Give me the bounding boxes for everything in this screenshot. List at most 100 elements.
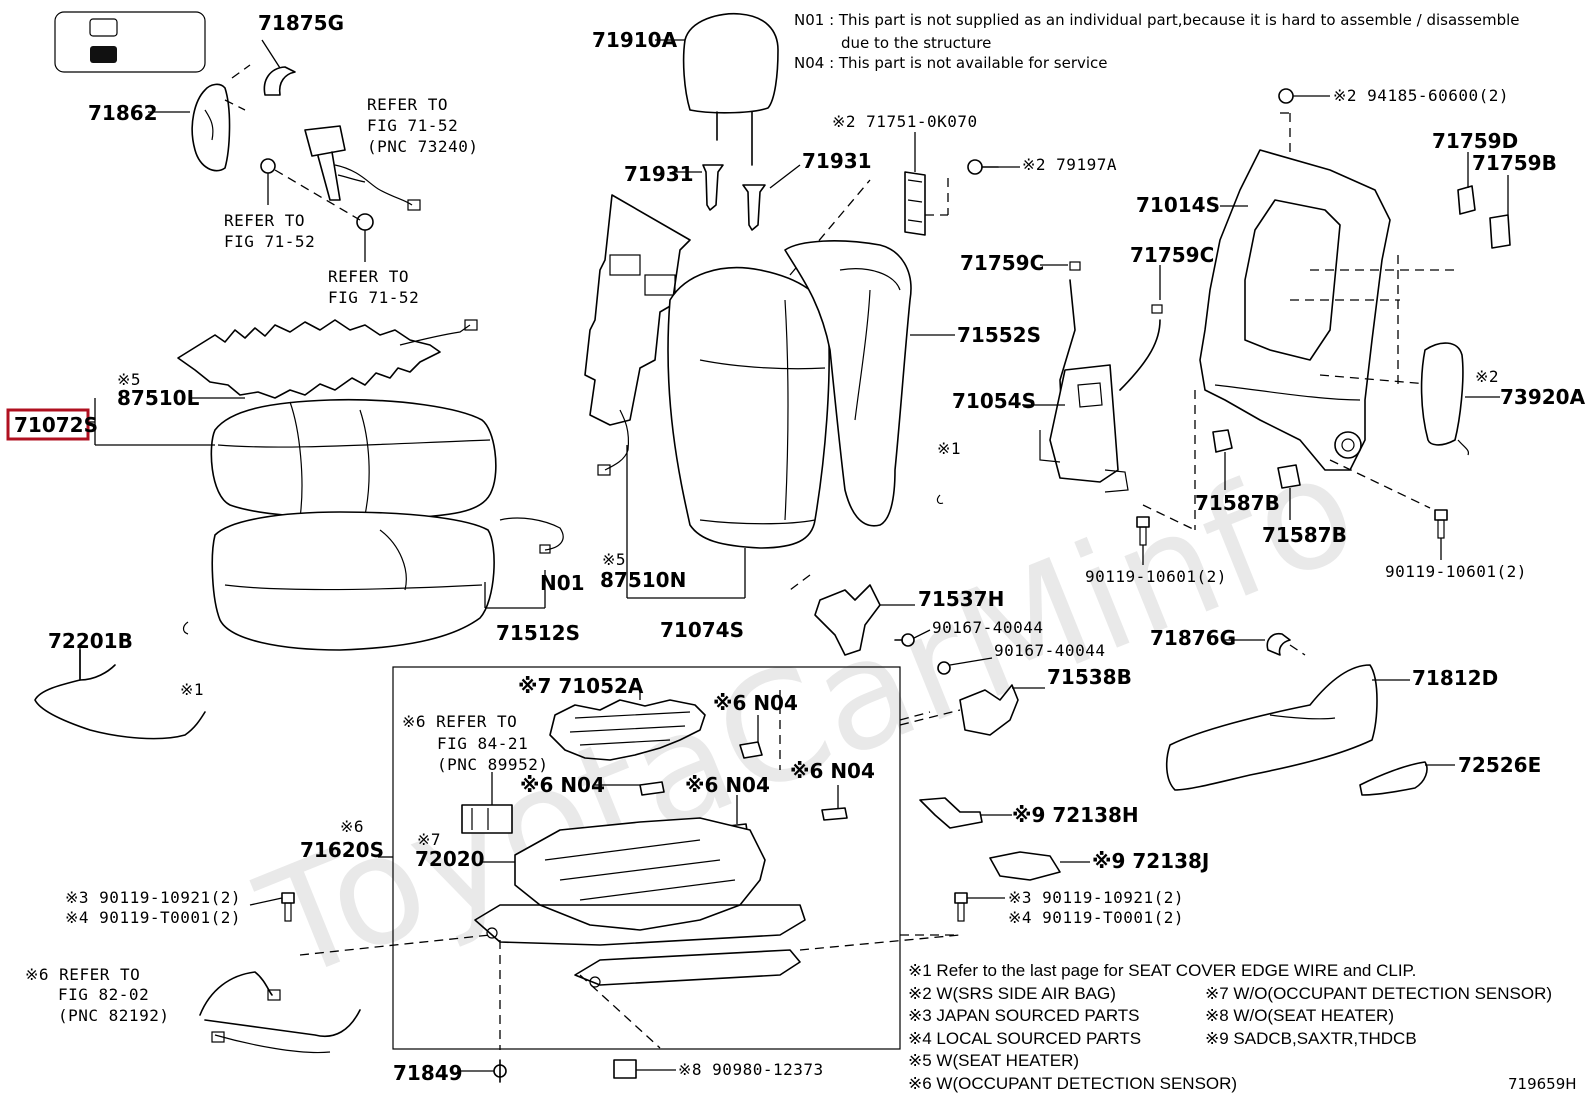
ref1-line3[interactable]: (PNC 73240) bbox=[367, 137, 478, 156]
ref4-line1[interactable]: ※6 REFER TO bbox=[402, 712, 517, 731]
legend-1: ※1 Refer to the last page for SEAT COVER… bbox=[908, 961, 1416, 980]
label-71620s-note: ※6 bbox=[340, 817, 364, 836]
label-71620s[interactable]: 71620S bbox=[300, 838, 384, 862]
part-71751-drawing bbox=[904, 132, 949, 236]
label-90167-40044-a[interactable]: 90167-40044 bbox=[932, 618, 1043, 637]
label-71875g[interactable]: 71875G bbox=[258, 11, 344, 35]
label-72020[interactable]: 72020 bbox=[415, 847, 485, 871]
ref1-line1[interactable]: REFER TO bbox=[367, 95, 448, 114]
label-71812d[interactable]: 71812D bbox=[1412, 666, 1498, 690]
label-71862[interactable]: 71862 bbox=[88, 101, 158, 125]
label-n04-a[interactable]: ※6 N04 bbox=[713, 691, 798, 715]
label-n04-b[interactable]: ※6 N04 bbox=[520, 773, 605, 797]
note-n01-cont: due to the structure bbox=[841, 34, 991, 52]
label-87510l[interactable]: 87510L bbox=[117, 386, 200, 410]
note-n04: N04 : This part is not available for ser… bbox=[794, 54, 1108, 72]
label-72020-note: ※7 bbox=[417, 830, 441, 849]
label-71537h[interactable]: 71537H bbox=[918, 587, 1004, 611]
label-71014s[interactable]: 71014S bbox=[1136, 193, 1220, 217]
view-outline-icon[interactable] bbox=[89, 18, 118, 37]
part-90167-drawing bbox=[894, 629, 993, 675]
label-73920a[interactable]: 73920A bbox=[1500, 385, 1586, 409]
part-73920a-drawing bbox=[1420, 342, 1500, 456]
highlight-box bbox=[6, 408, 90, 441]
label-71074s[interactable]: 71074S bbox=[660, 618, 744, 642]
label-90119-10921-a[interactable]: ※3 90119-10921(2) bbox=[65, 888, 241, 907]
part-71759c-drawing bbox=[1040, 261, 1163, 314]
part-71054s-drawing bbox=[1022, 279, 1161, 493]
label-72138h[interactable]: ※9 72138H bbox=[1012, 803, 1139, 827]
legend: ※1 Refer to the last page for SEAT COVER… bbox=[908, 961, 1552, 1093]
ref3-line2[interactable]: FIG 71-52 bbox=[328, 288, 419, 307]
ref3-line1[interactable]: REFER TO bbox=[328, 267, 409, 286]
note-n01: N01 : This part is not supplied as an in… bbox=[794, 11, 1520, 29]
label-71538b[interactable]: 71538B bbox=[1047, 665, 1132, 689]
label-94185-60600[interactable]: ※2 94185-60600(2) bbox=[1333, 86, 1509, 105]
reference-labels: REFER TO FIG 71-52 (PNC 73240) REFER TO … bbox=[25, 95, 548, 1025]
part-71812d-drawing bbox=[1165, 664, 1410, 791]
label-71072s[interactable]: 71072S bbox=[14, 413, 98, 437]
label-71931-a[interactable]: 71931 bbox=[624, 162, 694, 186]
label-90119-t0001-b[interactable]: ※4 90119-T0001(2) bbox=[1008, 908, 1184, 927]
label-n04-d[interactable]: ※6 N04 bbox=[790, 759, 875, 783]
label-n04-c[interactable]: ※6 N04 bbox=[685, 773, 770, 797]
label-90980-12373[interactable]: ※8 90980-12373 bbox=[678, 1060, 824, 1079]
ref4-line2[interactable]: FIG 84-21 bbox=[437, 734, 528, 753]
label-71052a[interactable]: ※7 71052A bbox=[518, 674, 644, 698]
ref5-line3[interactable]: (PNC 82192) bbox=[58, 1006, 169, 1025]
label-72526e[interactable]: 72526E bbox=[1458, 753, 1541, 777]
part-71931-drawing bbox=[672, 164, 801, 231]
part-71759b-drawing bbox=[1489, 175, 1511, 249]
label-71054s[interactable]: 71054S bbox=[952, 389, 1036, 413]
label-71931-b[interactable]: 71931 bbox=[802, 149, 872, 173]
label-71751-0k070[interactable]: ※2 71751-0K070 bbox=[832, 112, 978, 131]
label-71587b-b[interactable]: 71587B bbox=[1262, 523, 1347, 547]
view-filled-icon[interactable] bbox=[90, 46, 117, 63]
part-71072s-drawing bbox=[88, 398, 564, 651]
label-90167-40044-b[interactable]: 90167-40044 bbox=[994, 641, 1105, 660]
label-71512s[interactable]: 71512S bbox=[496, 621, 580, 645]
view-selector[interactable] bbox=[54, 11, 206, 73]
label-71759d[interactable]: 71759D bbox=[1432, 129, 1518, 153]
label-71552s[interactable]: 71552S bbox=[957, 323, 1041, 347]
label-79197a[interactable]: ※2 79197A bbox=[1022, 155, 1117, 174]
label-87510n[interactable]: 87510N bbox=[600, 568, 686, 592]
legend-5: ※5 W(SEAT HEATER) bbox=[908, 1051, 1079, 1070]
label-72138j[interactable]: ※9 72138J bbox=[1092, 849, 1209, 873]
label-71876g[interactable]: 71876G bbox=[1150, 626, 1236, 650]
wire-harness-drawing bbox=[199, 971, 361, 1054]
part-71014s-drawing bbox=[1199, 88, 1460, 471]
part-71620s-drawing bbox=[378, 817, 806, 988]
part-90119-10921-drawing bbox=[249, 892, 1005, 922]
part-87510l-drawing bbox=[177, 319, 478, 399]
ref5-line2[interactable]: FIG 82-02 bbox=[58, 985, 149, 1004]
label-71910a[interactable]: 71910A bbox=[592, 28, 678, 52]
label-71587b-a[interactable]: 71587B bbox=[1195, 491, 1280, 515]
ref1-line2[interactable]: FIG 71-52 bbox=[367, 116, 458, 135]
label-90119-10601-a[interactable]: 90119-10601(2) bbox=[1085, 567, 1227, 586]
label-71849[interactable]: 71849 bbox=[393, 1061, 463, 1085]
part-71759d-drawing bbox=[1457, 152, 1476, 215]
sensor-ecu-drawing bbox=[461, 772, 513, 834]
legend-2: ※2 W(SRS SIDE AIR BAG) bbox=[908, 984, 1116, 1003]
part-71876g-drawing bbox=[1225, 632, 1306, 656]
label-71759c-b[interactable]: 71759C bbox=[1130, 243, 1214, 267]
label-71759b[interactable]: 71759B bbox=[1472, 151, 1557, 175]
label-90119-10921-b[interactable]: ※3 90119-10921(2) bbox=[1008, 888, 1184, 907]
ref2-line2[interactable]: FIG 71-52 bbox=[224, 232, 315, 251]
part-72138j-drawing bbox=[989, 851, 1090, 881]
ref5-line1[interactable]: ※6 REFER TO bbox=[25, 965, 140, 984]
part-71587b-drawing bbox=[1212, 429, 1301, 520]
part-72201b-drawing bbox=[34, 621, 206, 740]
ref2-line1[interactable]: REFER TO bbox=[224, 211, 305, 230]
label-90119-t0001-a[interactable]: ※4 90119-T0001(2) bbox=[65, 908, 241, 927]
label-87510n-note: ※5 bbox=[602, 550, 626, 569]
ref4-line3[interactable]: (PNC 89952) bbox=[437, 755, 548, 774]
label-90119-10601-b[interactable]: 90119-10601(2) bbox=[1385, 562, 1527, 581]
part-90980-drawing bbox=[613, 1059, 676, 1079]
clip-drawing bbox=[936, 494, 944, 505]
label-72201b[interactable]: 72201B bbox=[48, 629, 133, 653]
label-71759c-a[interactable]: 71759C bbox=[960, 251, 1044, 275]
label-73920a-note: ※2 bbox=[1475, 367, 1499, 386]
label-n01[interactable]: N01 bbox=[540, 571, 585, 595]
